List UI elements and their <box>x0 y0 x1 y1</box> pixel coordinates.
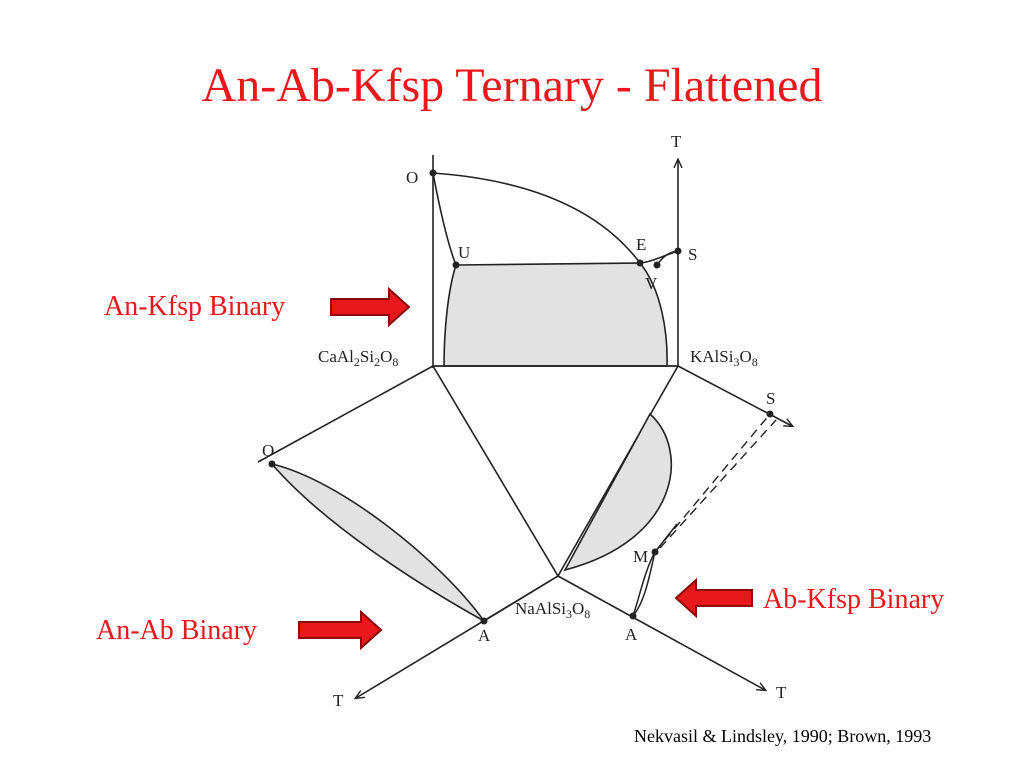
point-markers <box>268 169 774 625</box>
arrow-right-icon <box>330 286 411 328</box>
m-upper-line <box>654 523 678 553</box>
label-a-left: A <box>478 626 491 645</box>
label-u: U <box>458 243 470 262</box>
ab-kfsp-red-arrow <box>674 577 753 619</box>
an-ab-binary-label: An-Ab Binary <box>96 615 257 646</box>
m-lens-left <box>632 551 656 617</box>
label-t-left: T <box>333 691 344 710</box>
label-o-left: O <box>262 441 274 460</box>
arrow-right-icon <box>298 609 383 651</box>
an-kfsp-red-arrow <box>330 286 411 328</box>
an-composition-label: CaAl2Si2O8 <box>318 347 398 369</box>
label-e: E <box>636 235 646 254</box>
an-ab-base-line <box>483 575 559 622</box>
m-lens-right <box>632 551 656 617</box>
label-s-top: S <box>688 245 697 264</box>
dashed-line-upper <box>654 413 771 553</box>
an-ab-shaded-region <box>269 462 485 622</box>
an-ab-red-arrow <box>298 609 383 651</box>
ab-kfsp-shaded-region <box>563 412 673 572</box>
point-a-left <box>480 617 488 625</box>
an-kfsp-binary-label: An-Kfsp Binary <box>104 291 286 322</box>
point-a-right <box>629 612 637 620</box>
point-s-top <box>674 247 682 255</box>
ternary-triangle <box>431 365 680 578</box>
point-u <box>452 261 460 269</box>
an-kfsp-liquidus-curve <box>432 172 641 264</box>
ab-right-axis <box>557 575 765 690</box>
o-to-u-curve <box>432 172 457 266</box>
point-e <box>636 259 644 267</box>
kfsp-composition-label: KAlSi3O8 <box>690 347 758 369</box>
label-m: M <box>633 547 648 566</box>
dashed-line-lower <box>659 419 777 549</box>
citation: Nekvasil & Lindsley, 1990; Brown, 1993 <box>634 726 932 746</box>
ab-kfsp-binary-label: Ab-Kfsp Binary <box>763 584 945 615</box>
point-m <box>651 548 659 556</box>
an-kfsp-shaded-region <box>443 262 668 367</box>
label-t-top: T <box>671 132 682 151</box>
label-a-right: A <box>625 625 638 644</box>
slide-title: An-Ab-Kfsp Ternary - Flattened <box>201 59 823 112</box>
an-left-axis <box>257 365 434 463</box>
point-v <box>653 261 661 269</box>
point-o-left <box>268 460 276 468</box>
kfsp-right-axis <box>677 365 792 426</box>
ab-composition-label: NaAlSi3O8 <box>515 599 590 621</box>
label-s-right: S <box>766 389 775 408</box>
point-o-top <box>429 169 437 177</box>
label-v: V <box>645 274 658 293</box>
label-o-top: O <box>406 168 418 187</box>
label-t-right: T <box>776 683 787 702</box>
point-s-right <box>766 410 774 418</box>
arrow-left-icon <box>674 577 753 619</box>
